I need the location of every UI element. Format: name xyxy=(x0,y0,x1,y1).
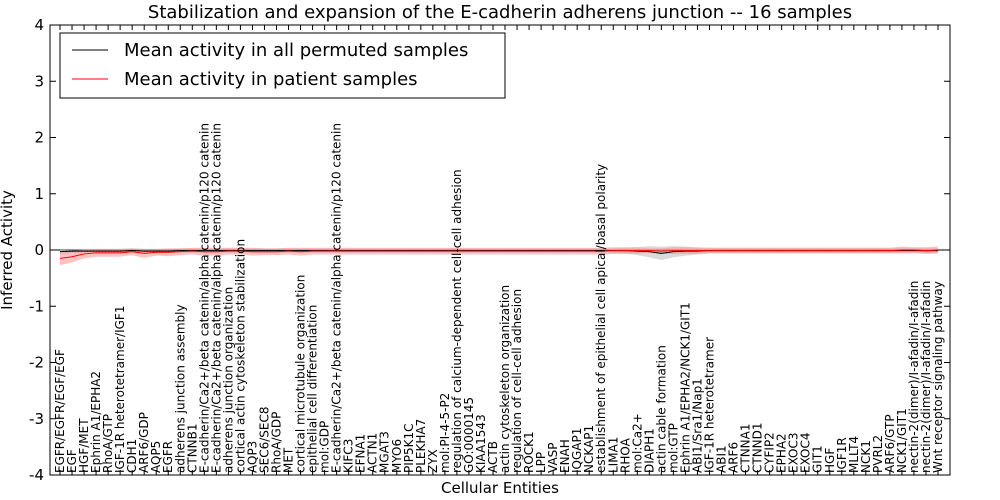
y-axis: -4 -3 -2 -1 0 1 2 3 4 xyxy=(29,16,950,484)
series-line-2 xyxy=(59,249,939,259)
x-tick-label: mol:GDP xyxy=(318,421,332,473)
x-tick-label: MET xyxy=(282,447,296,473)
x-tick-label: cortical microtubule organization xyxy=(294,275,308,473)
x-tick-label: NCKAP1 xyxy=(582,425,596,473)
x-tick-label: EGFR xyxy=(161,441,175,473)
x-tick-label: CYFIP2 xyxy=(763,432,777,473)
x-tick-label: actin cable formation xyxy=(654,345,668,473)
y-axis-title: Inferred Activity xyxy=(0,190,16,310)
y-tick-label: 4 xyxy=(34,16,44,34)
y-tick-label: -4 xyxy=(29,466,44,484)
y-tick-label: -1 xyxy=(29,297,44,315)
x-tick-label: RHOA xyxy=(618,437,632,473)
x-tick-label: KIAA1543 xyxy=(474,414,488,473)
x-tick-label: ENAH xyxy=(558,439,572,473)
x-tick-label: IGF-1R heterotetramer xyxy=(702,337,716,473)
x-tick-label: MLLT4 xyxy=(847,436,861,473)
x-tick-label: CTNNB1 xyxy=(185,423,199,473)
x-tick-label: CTNND1 xyxy=(751,422,765,473)
x-tick-label: IQGAP1 xyxy=(570,428,584,473)
plot-area xyxy=(49,24,951,476)
x-tick-label: E-cadherin/Ca2+/beta catenin/alpha caten… xyxy=(197,123,211,473)
x-tick-label: CDH1 xyxy=(125,439,139,473)
x-tick-label: ABI1 xyxy=(715,445,729,473)
x-tick-label: KIFC3 xyxy=(342,439,356,473)
legend-box xyxy=(59,32,506,99)
x-tick-label: PVRL2 xyxy=(871,435,885,473)
x-tick-label: adherens junction assembly xyxy=(173,304,187,473)
legend: Mean activity in all permuted samplesMea… xyxy=(59,32,506,99)
x-tick-label: Ephrin A1/EPHA2 xyxy=(89,371,103,473)
x-tick-label: mol:Ca2+ xyxy=(630,413,644,473)
x-tick-label: regulation of cell-cell adhesion xyxy=(510,289,524,473)
x-tick-label: ABI1/Sra1/Nap1 xyxy=(690,378,704,473)
x-tick-label: regulation of calcium-dependent cell-cel… xyxy=(450,169,464,473)
x-tick-label: EGF xyxy=(65,449,79,473)
x-tick-label: PIP5K1C xyxy=(402,423,416,473)
x-tick-label: HGF xyxy=(823,448,837,473)
x-tick-label: ARF6/GDP xyxy=(137,412,151,473)
x-tick-label: actin cytoskeleton organization xyxy=(498,285,512,473)
x-tick-label: HGF/MET xyxy=(77,418,91,473)
x-tick-label: AQP3 xyxy=(245,441,259,473)
x-tick-label: IGF-1R heterotetramer/IGF1 xyxy=(113,306,127,473)
y-tick-label: -2 xyxy=(29,354,44,372)
x-tick-label: adherens junction organization xyxy=(221,287,235,473)
x-tick-label: ARF6 xyxy=(727,442,741,473)
x-tick-label: ARF6/GTP xyxy=(883,414,897,473)
x-tick-label: LPP xyxy=(534,452,548,473)
chart-title: Stabilization and expansion of the E-cad… xyxy=(148,2,852,23)
x-tick-label: ACTN1 xyxy=(366,433,380,473)
x-tick-label: establishment of epithelial cell apical/… xyxy=(594,164,608,473)
x-tick-label: NCK1 xyxy=(859,440,873,473)
x-tick-label: cortical actin cytoskeleton stabilizatio… xyxy=(233,239,247,473)
y-tick-label: 2 xyxy=(34,129,44,147)
x-tick-label: EXOC3 xyxy=(787,433,801,474)
y-tick-label: 1 xyxy=(34,185,44,203)
x-tick-label: NCK1/GIT1 xyxy=(895,408,909,473)
x-tick-label: VASP xyxy=(546,442,560,473)
x-tick-label: E-cadherin/Ca2+/beta catenin/alpha caten… xyxy=(209,123,223,473)
x-tick-label: Ephrin A1/EPHA2/NCK1/GIT1 xyxy=(678,302,692,473)
x-tick-label: GIT1 xyxy=(811,445,825,473)
x-axis-title: Cellular Entities xyxy=(441,479,559,497)
x-tick-label: nectin-2(dimer)/I-afadin/I-afadin xyxy=(907,281,921,473)
x-tick-label: CTNNA1 xyxy=(739,423,753,473)
x-tick-label: GO:0000145 xyxy=(462,397,476,473)
x-tick-label: DIAPH1 xyxy=(642,428,656,473)
x-tick-label: RhoA/GDP xyxy=(269,412,283,473)
x-tick-label: IGF1R xyxy=(835,437,849,473)
x-tick-label: nectin-2(dimer)/I-afadin/I-afadin xyxy=(919,281,933,473)
x-tick-label: PLEKHA7 xyxy=(414,419,428,473)
x-tick-label: E-cadherin/Ca2+/beta catenin/alpha caten… xyxy=(330,123,344,473)
x-tick-label: MGAT3 xyxy=(378,431,392,473)
x-tick-label: RhoA/GTP xyxy=(101,414,115,473)
x-tick-label: AQP5 xyxy=(149,441,163,473)
y-tick-label: 3 xyxy=(34,72,44,90)
legend-label: Mean activity in all permuted samples xyxy=(124,40,468,61)
x-tick-label: epithelial cell differentiation xyxy=(306,305,320,473)
y-tick-label: -3 xyxy=(29,410,44,428)
y-tick-label: 0 xyxy=(34,241,44,259)
x-tick-label: mol:PI-4-5-P2 xyxy=(438,393,452,473)
x-tick-label: ACTB xyxy=(486,441,500,473)
x-tick-label: MYO6 xyxy=(390,439,404,473)
x-tick-label: EPHA2 xyxy=(775,433,789,473)
legend-label: Mean activity in patient samples xyxy=(124,69,418,90)
x-tick-label: mol:GTP xyxy=(666,423,680,473)
x-tick-label: LIMA1 xyxy=(606,437,620,473)
x-tick-label: EFNA1 xyxy=(354,434,368,473)
x-tick-label: Wnt receptor signaling pathway xyxy=(931,281,945,473)
x-tick-label: SEC6/SEC8 xyxy=(257,407,271,473)
x-tick-label: EGFR/EGFR/EGF/EGF xyxy=(53,349,67,473)
x-tick-label: ZYX xyxy=(426,449,440,473)
x-tick-label: ROCK1 xyxy=(522,431,536,473)
x-tick-label: EXOC4 xyxy=(799,433,813,474)
